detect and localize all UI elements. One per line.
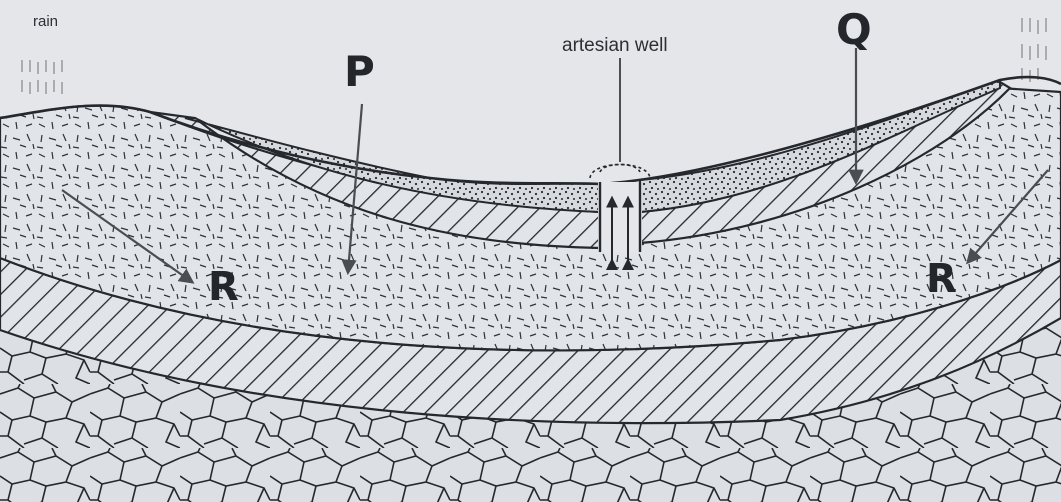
rain-label: rain [33,13,58,30]
handwritten-label-p: P [344,47,375,96]
handwritten-label-q: Q [836,5,872,54]
handwritten-label-r-right: R [926,256,957,302]
handwritten-label-r-left: R [208,264,239,310]
artesian-well-label: artesian well [562,35,668,56]
